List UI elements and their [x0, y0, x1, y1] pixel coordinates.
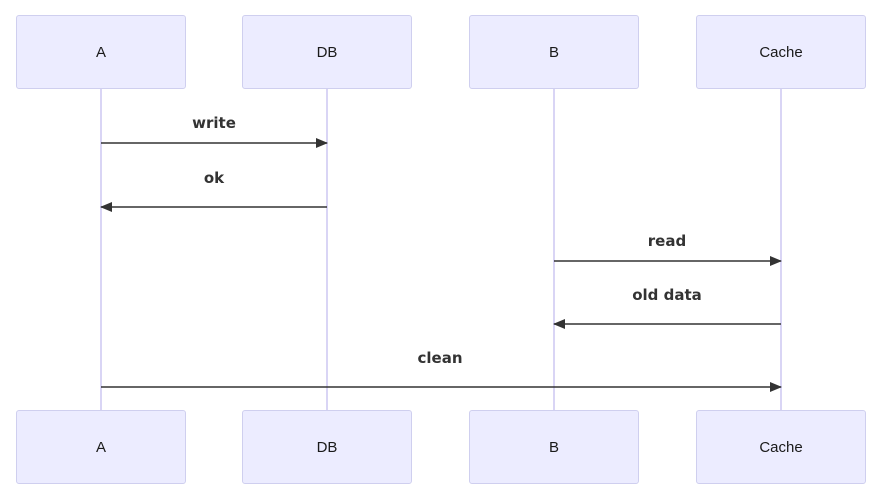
actor-cache-top[interactable]: Cache: [696, 15, 866, 89]
actor-label: B: [548, 438, 559, 456]
actor-label: DB: [316, 438, 338, 456]
actor-label: A: [95, 438, 106, 456]
actor-label: DB: [316, 43, 338, 61]
message-label-ok: ok: [203, 169, 225, 187]
actor-db-bottom[interactable]: DB: [242, 410, 412, 484]
actor-b-top[interactable]: B: [469, 15, 639, 89]
actor-a-bottom[interactable]: A: [16, 410, 186, 484]
actor-a-top[interactable]: A: [16, 15, 186, 89]
message-label-read: read: [647, 232, 687, 250]
actor-db-top[interactable]: DB: [242, 15, 412, 89]
lifeline-cache: [780, 89, 782, 411]
lifeline-db: [326, 89, 328, 411]
actor-label: Cache: [759, 438, 803, 456]
message-label-write: write: [192, 114, 236, 132]
message-label-old-data: old data: [632, 286, 702, 304]
actor-label: B: [548, 43, 559, 61]
message-label-clean: clean: [417, 349, 463, 367]
lifeline-b: [553, 89, 555, 411]
actor-cache-bottom[interactable]: Cache: [696, 410, 866, 484]
actor-b-bottom[interactable]: B: [469, 410, 639, 484]
lifeline-a: [100, 89, 102, 411]
actor-label: Cache: [759, 43, 803, 61]
actor-label: A: [95, 43, 106, 61]
